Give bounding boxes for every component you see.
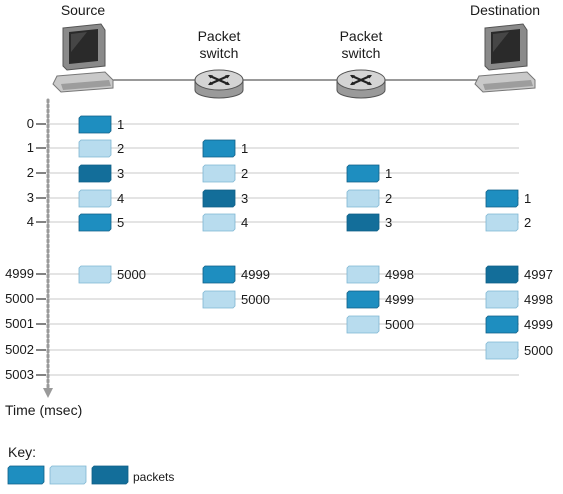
switch2-router-icon bbox=[336, 69, 386, 99]
packet-switch2 bbox=[346, 290, 380, 309]
packet-label: 4999 bbox=[385, 292, 414, 307]
packet-label: 1 bbox=[117, 117, 125, 132]
packet-dest bbox=[485, 341, 519, 360]
key-packet-swatch bbox=[7, 465, 45, 485]
packet-source bbox=[78, 213, 112, 232]
packet-source bbox=[78, 139, 112, 158]
packet-label: 2 bbox=[117, 141, 125, 156]
packet-switch1 bbox=[202, 164, 236, 183]
key-packet-swatch bbox=[49, 465, 87, 485]
packet-label: 4997 bbox=[524, 267, 553, 282]
packet-source bbox=[78, 115, 112, 134]
packet-source bbox=[78, 189, 112, 208]
time-axis-label: Time (msec) bbox=[5, 402, 83, 418]
packet-dest bbox=[485, 315, 519, 334]
packet-label: 5000 bbox=[385, 317, 414, 332]
packet-switch2 bbox=[346, 164, 380, 183]
packet-label: 1 bbox=[524, 191, 532, 206]
packet-label: 5000 bbox=[524, 343, 553, 358]
time-tick-label: 0 bbox=[26, 116, 34, 131]
key-title: Key: bbox=[8, 444, 37, 460]
packet-switch1 bbox=[202, 213, 236, 232]
packet-dest bbox=[485, 213, 519, 232]
time-tick-label: 4999 bbox=[5, 266, 34, 281]
packet-label: 5000 bbox=[241, 292, 270, 307]
time-tick-label: 3 bbox=[26, 190, 34, 205]
switch1-router-icon bbox=[194, 69, 244, 99]
time-tick-label: 5000 bbox=[5, 291, 34, 306]
time-tick-label: 4 bbox=[26, 214, 34, 229]
packet-source bbox=[78, 265, 112, 284]
time-tick-label: 5001 bbox=[5, 316, 34, 331]
packet-switch2 bbox=[346, 213, 380, 232]
time-axis-arrow bbox=[43, 388, 53, 398]
packet-switch1 bbox=[202, 139, 236, 158]
key-packets-label: packets bbox=[133, 470, 175, 484]
packet-switch1 bbox=[202, 265, 236, 284]
packet-switch2 bbox=[346, 189, 380, 208]
packet-label: 4 bbox=[117, 191, 125, 206]
packet-label: 4998 bbox=[524, 292, 553, 307]
key-packet-swatch bbox=[91, 465, 129, 485]
node-label-line: Source bbox=[60, 2, 106, 18]
dest-computer-icon bbox=[474, 23, 536, 93]
packet-dest bbox=[485, 290, 519, 309]
node-label-source: Source bbox=[33, 2, 133, 18]
packet-label: 4 bbox=[241, 215, 249, 230]
packet-label: 3 bbox=[117, 166, 125, 181]
node-label-line: Packet bbox=[339, 28, 383, 44]
packet-switch1 bbox=[202, 290, 236, 309]
time-tick-label: 5003 bbox=[5, 367, 34, 382]
time-tick-label: 1 bbox=[26, 140, 34, 155]
source-computer-icon bbox=[52, 23, 114, 93]
packet-switch2 bbox=[346, 315, 380, 334]
packet-label: 1 bbox=[385, 166, 393, 181]
node-label-line: Packet bbox=[197, 28, 241, 44]
packet-label: 4999 bbox=[524, 317, 553, 332]
node-label-line: switch bbox=[199, 45, 239, 61]
time-tick-label: 5002 bbox=[5, 342, 34, 357]
packet-label: 5000 bbox=[117, 267, 146, 282]
packet-label: 1 bbox=[241, 141, 249, 156]
time-tick-label: 2 bbox=[26, 165, 34, 180]
packet-label: 2 bbox=[385, 191, 393, 206]
packet-label: 2 bbox=[524, 215, 532, 230]
packet-label: 3 bbox=[385, 215, 393, 230]
packet-switch1 bbox=[202, 189, 236, 208]
packet-dest bbox=[485, 189, 519, 208]
packet-switch2 bbox=[346, 265, 380, 284]
packet-label: 5 bbox=[117, 215, 125, 230]
packet-source bbox=[78, 164, 112, 183]
packet-label: 4999 bbox=[241, 267, 270, 282]
packet-label: 3 bbox=[241, 191, 249, 206]
packet-label: 4998 bbox=[385, 267, 414, 282]
packet-dest bbox=[485, 265, 519, 284]
node-label-line: Destination bbox=[469, 2, 541, 18]
node-label-line: switch bbox=[341, 45, 381, 61]
node-label-dest: Destination bbox=[455, 2, 555, 18]
packet-label: 2 bbox=[241, 166, 249, 181]
